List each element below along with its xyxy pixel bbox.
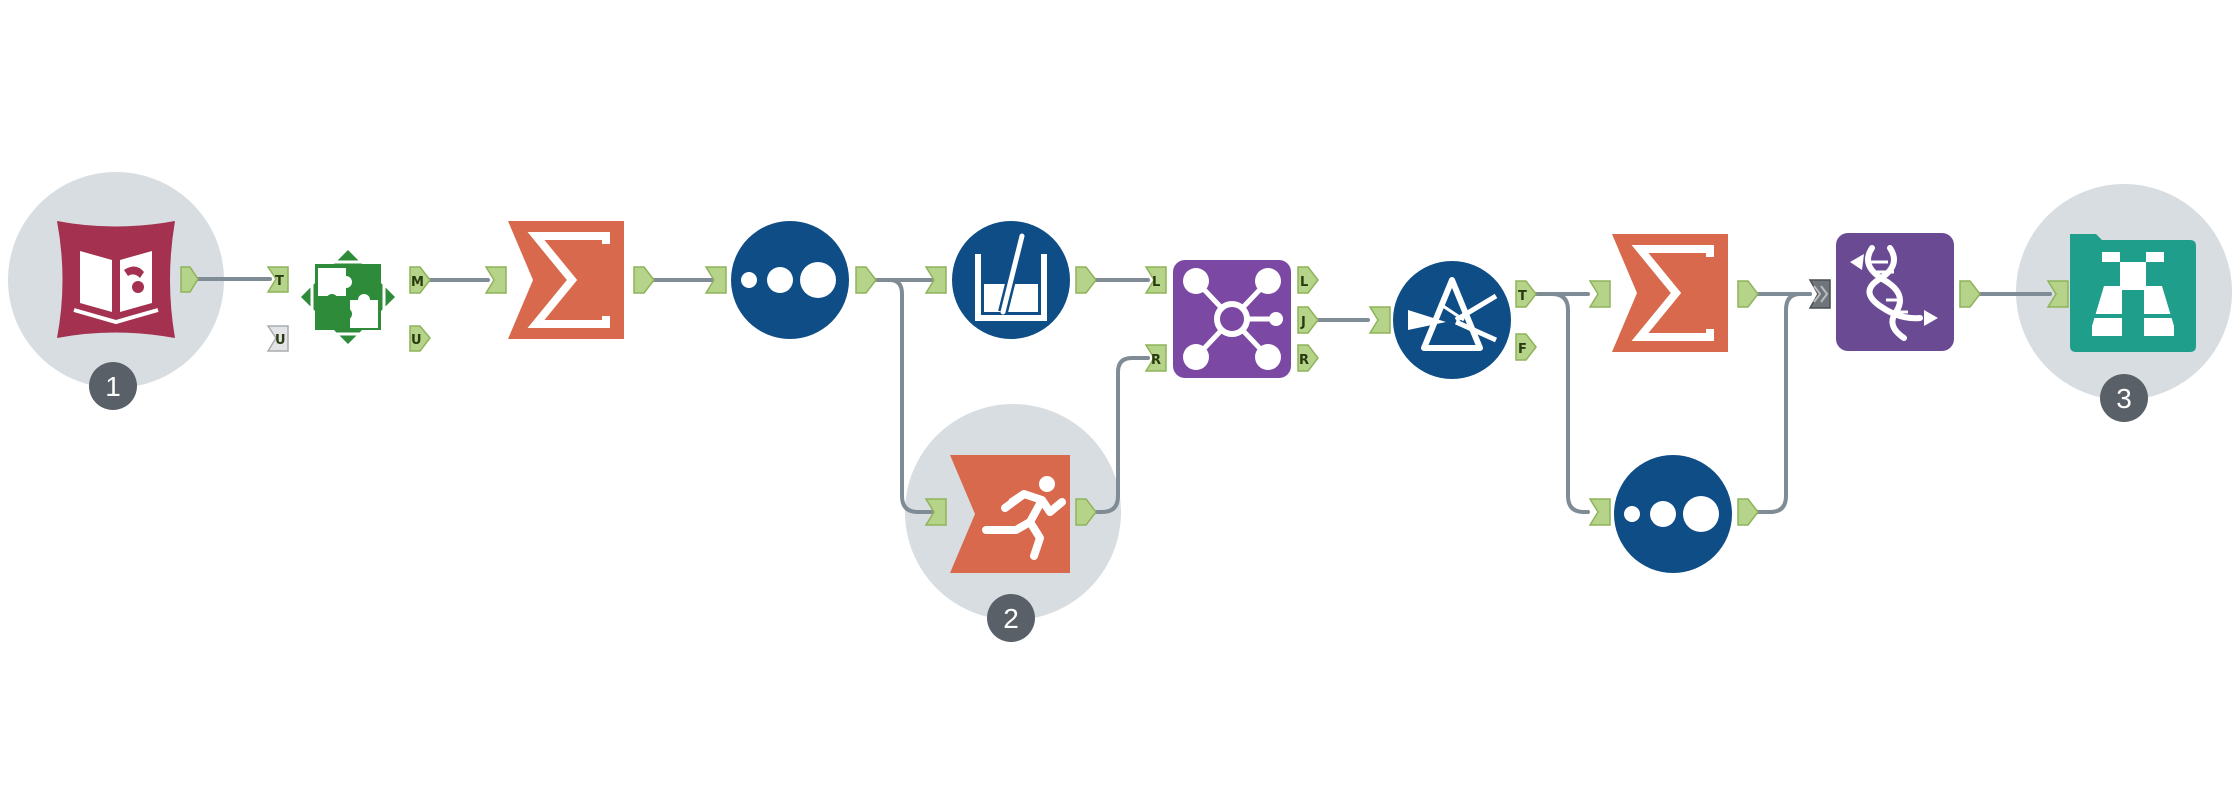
chevron-icon [1813, 285, 1829, 303]
anchor-jm-in-t[interactable] [266, 266, 289, 293]
anchor-sample2-out[interactable] [1737, 498, 1759, 526]
sample-tool-1[interactable] [731, 221, 849, 339]
anchor-label-l: L [1152, 275, 1160, 290]
browse-tool[interactable] [2070, 234, 2196, 352]
connection-sample-runcommand[interactable] [868, 278, 934, 514]
anchor-jm-in-u[interactable] [266, 325, 289, 352]
anchor-filter-out-f[interactable] [1515, 333, 1537, 361]
anchor-join-in-l[interactable] [1144, 266, 1167, 294]
anchor-browse-in[interactable] [2046, 280, 2069, 308]
anchor-filter-out-t[interactable] [1515, 280, 1537, 308]
connection-filter-sample[interactable] [1534, 292, 1590, 514]
predictive-tool[interactable] [1836, 233, 1954, 351]
anchor-sum1-in[interactable] [484, 266, 507, 294]
anchor-label-u: U [411, 333, 422, 348]
anchor-label-f: F [1518, 342, 1527, 357]
anchor-label-t: T [1518, 289, 1527, 304]
anchor-formula-in[interactable] [924, 266, 947, 294]
sample-tool-2[interactable] [1614, 455, 1732, 573]
puzzle-icon [301, 250, 395, 344]
anchor-join-out-j[interactable] [1297, 306, 1319, 334]
filter-tool[interactable] [1393, 261, 1511, 379]
anchor-sample2-in[interactable] [1588, 498, 1611, 526]
anchor-run-in[interactable] [924, 498, 947, 526]
anchor-label-t: T [275, 274, 284, 289]
anchor-input-out[interactable] [180, 266, 199, 293]
anchor-label-r: R [1299, 353, 1309, 368]
anchor-label-u: U [275, 333, 286, 348]
sigma-icon [508, 221, 624, 339]
anchor-sum2-out[interactable] [1737, 280, 1759, 308]
summarize-tool-1[interactable] [508, 221, 624, 339]
anchor-pred-out[interactable] [1959, 280, 1981, 308]
anchor-join-out-r[interactable] [1297, 344, 1319, 372]
anchor-filter-in[interactable] [1368, 306, 1391, 334]
anchor-sample1-in[interactable] [704, 266, 727, 294]
anchor-run-out[interactable] [1075, 498, 1097, 526]
formula-tool[interactable] [952, 221, 1070, 339]
join-multiple-tool[interactable] [301, 250, 395, 344]
anchor-sum2-in[interactable] [1588, 280, 1611, 308]
connection-runcommand-join[interactable] [1088, 356, 1150, 514]
anchor-label-m: M [411, 275, 424, 290]
book-input-icon [57, 221, 175, 338]
anchor-label-j: J [1300, 315, 1306, 330]
anchor-jm-out-m[interactable] [409, 266, 431, 294]
anchor-label-l: L [1300, 275, 1308, 290]
badge-2: 2 [987, 594, 1035, 642]
anchor-sum1-out[interactable] [633, 266, 655, 294]
badge-1: 1 [89, 362, 137, 410]
badge-number: 3 [2116, 383, 2132, 414]
binoculars-icon [2070, 234, 2196, 352]
badge-number: 1 [105, 371, 121, 402]
summarize-tool-2[interactable] [1612, 234, 1728, 352]
connection-sample-predictive[interactable] [1754, 292, 1812, 514]
anchor-join-out-l[interactable] [1297, 266, 1319, 294]
anchor-sample1-out[interactable] [855, 266, 877, 294]
join-tool[interactable] [1173, 260, 1291, 378]
badge-number: 2 [1003, 603, 1019, 634]
run-command-tool[interactable] [950, 455, 1070, 573]
anchor-label-r: R [1151, 353, 1161, 368]
sigma-icon [1612, 234, 1728, 352]
input-tool[interactable] [57, 221, 175, 338]
anchor-jm-out-u[interactable] [409, 325, 431, 352]
anchor-join-in-r[interactable] [1144, 344, 1167, 372]
badge-3: 3 [2100, 374, 2148, 422]
anchor-formula-out[interactable] [1075, 266, 1097, 294]
